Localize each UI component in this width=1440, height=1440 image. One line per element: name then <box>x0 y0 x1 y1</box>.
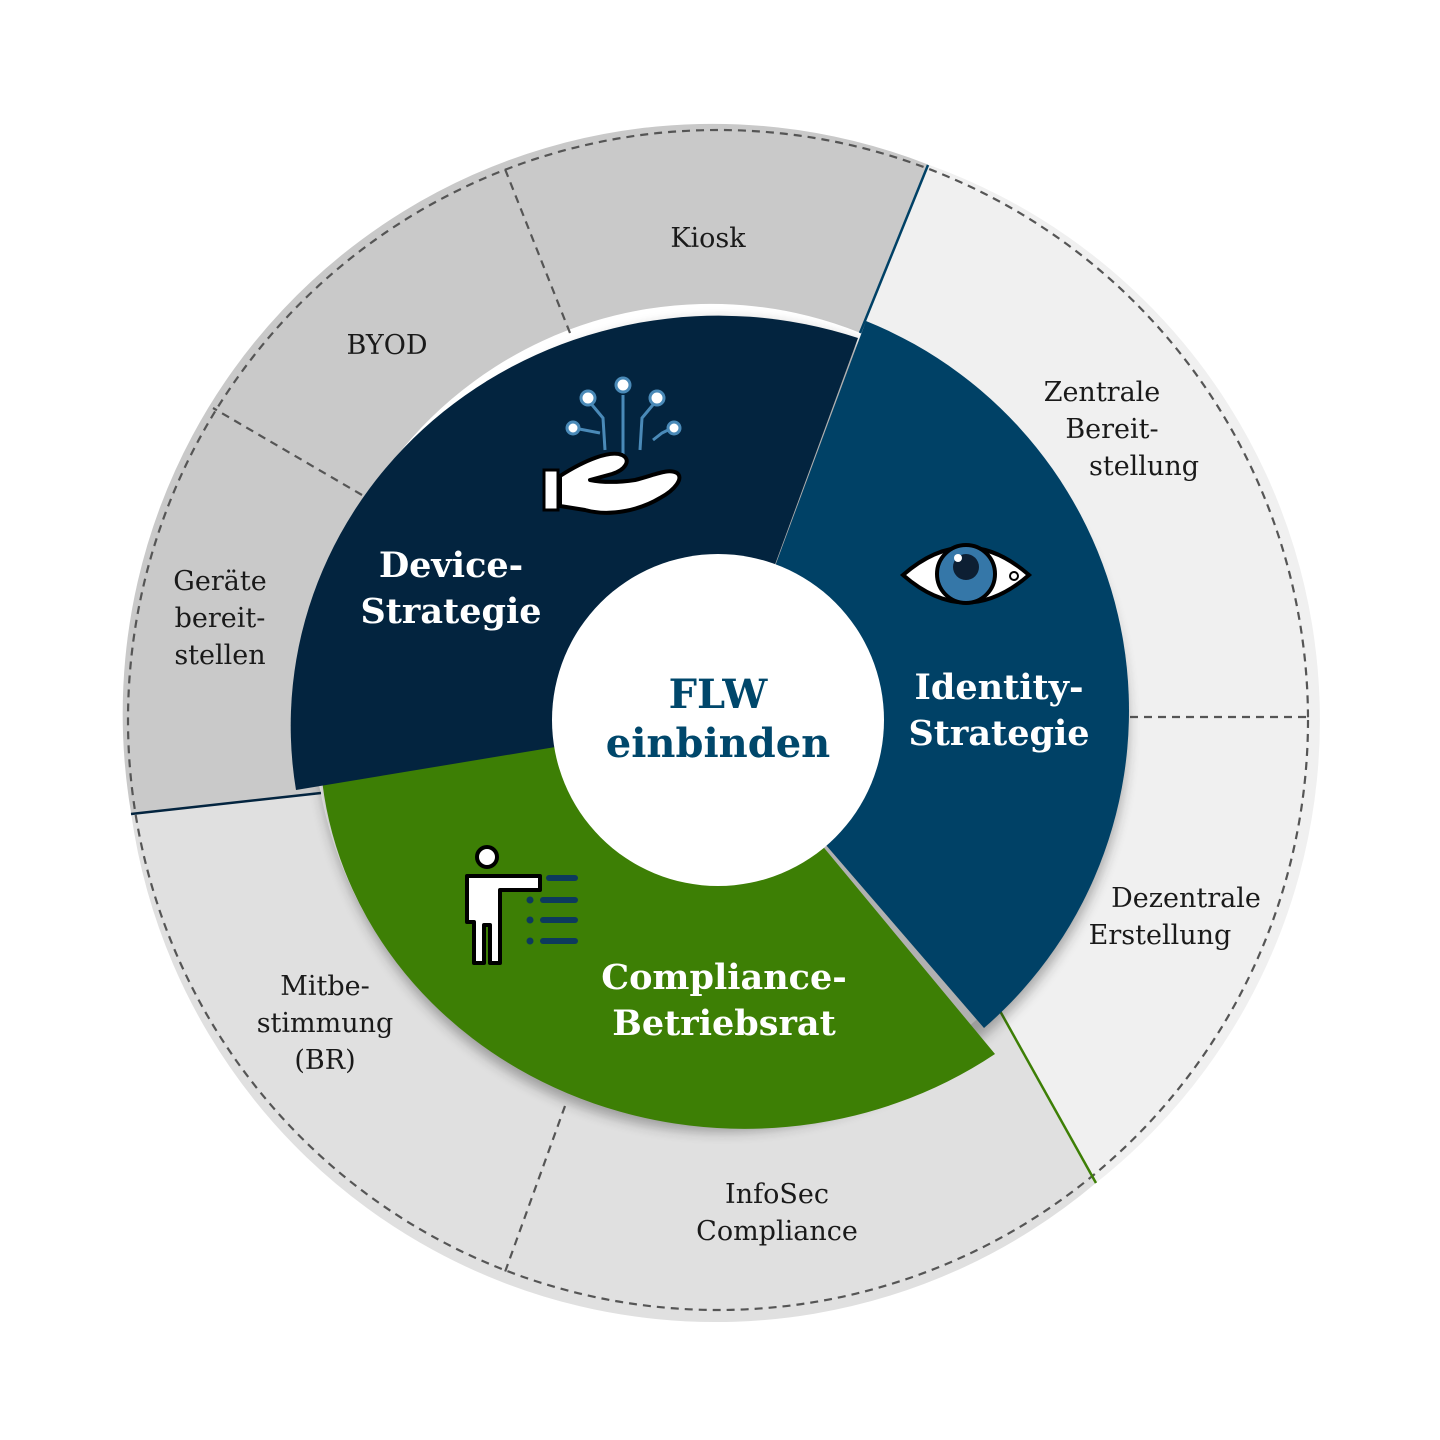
center-title-line2: einbinden <box>606 720 830 767</box>
boundary-identity-compliance <box>993 1001 1098 1184</box>
outer-dividers <box>212 163 1310 1273</box>
compliance-title-line2: Betriebsrat <box>612 1003 835 1044</box>
hand-network-icon <box>542 376 682 515</box>
identity-title-line2: Strategie <box>908 713 1089 754</box>
eye-icon <box>899 543 1033 605</box>
divider-byod-geraete <box>212 407 363 496</box>
outer-label-byod: BYOD <box>347 330 428 361</box>
divider-infosec-mitbestimmung <box>503 1105 567 1273</box>
segment-identity[interactable] <box>718 321 1129 1028</box>
outer-label-mitbestimmung-1: Mitbe- <box>280 971 370 1002</box>
outer-label-geraete-2: bereit- <box>175 603 266 634</box>
segment-compliance[interactable] <box>321 720 995 1129</box>
outer-label-zentrale-1: Zentrale <box>1044 377 1161 408</box>
device-title-line1: Device- <box>379 545 523 586</box>
outer-label-zentrale-2: Bereit- <box>1065 414 1158 445</box>
outer-label-mitbestimmung-3: (BR) <box>294 1045 355 1076</box>
outer-label-zentrale-3: stellung <box>1089 451 1199 482</box>
outer-label-geraete-3: stellen <box>174 640 265 671</box>
outer-dashed-border <box>126 128 1310 1312</box>
center-circle[interactable] <box>552 554 884 886</box>
outer-label-mitbestimmung-2: stimmung <box>257 1008 394 1039</box>
identity-title-line1: Identity- <box>914 667 1083 708</box>
presenter-list-icon <box>465 845 578 965</box>
outer-label-infosec-2: Compliance <box>696 1216 858 1247</box>
compliance-title-line1: Compliance- <box>601 957 847 998</box>
outer-label-infosec-1: InfoSec <box>725 1179 829 1210</box>
center-title-line1: FLW <box>669 671 769 718</box>
outer-label-geraete-1: Geräte <box>173 566 266 597</box>
outer-sector-device <box>122 123 929 814</box>
outer-label-kiosk: Kiosk <box>670 223 746 254</box>
boundary-device-identity <box>858 164 930 334</box>
outer-sector-compliance <box>131 792 1096 1323</box>
outer-label-dezentrale-2: Erstellung <box>1089 920 1232 951</box>
outer-sector-identity <box>860 164 1320 1184</box>
outer-label-dezentrale-1: Dezentrale <box>1111 883 1261 914</box>
divider-kiosk-byod <box>501 163 572 334</box>
device-title-line2: Strategie <box>360 591 541 632</box>
boundary-compliance-device <box>130 791 322 816</box>
